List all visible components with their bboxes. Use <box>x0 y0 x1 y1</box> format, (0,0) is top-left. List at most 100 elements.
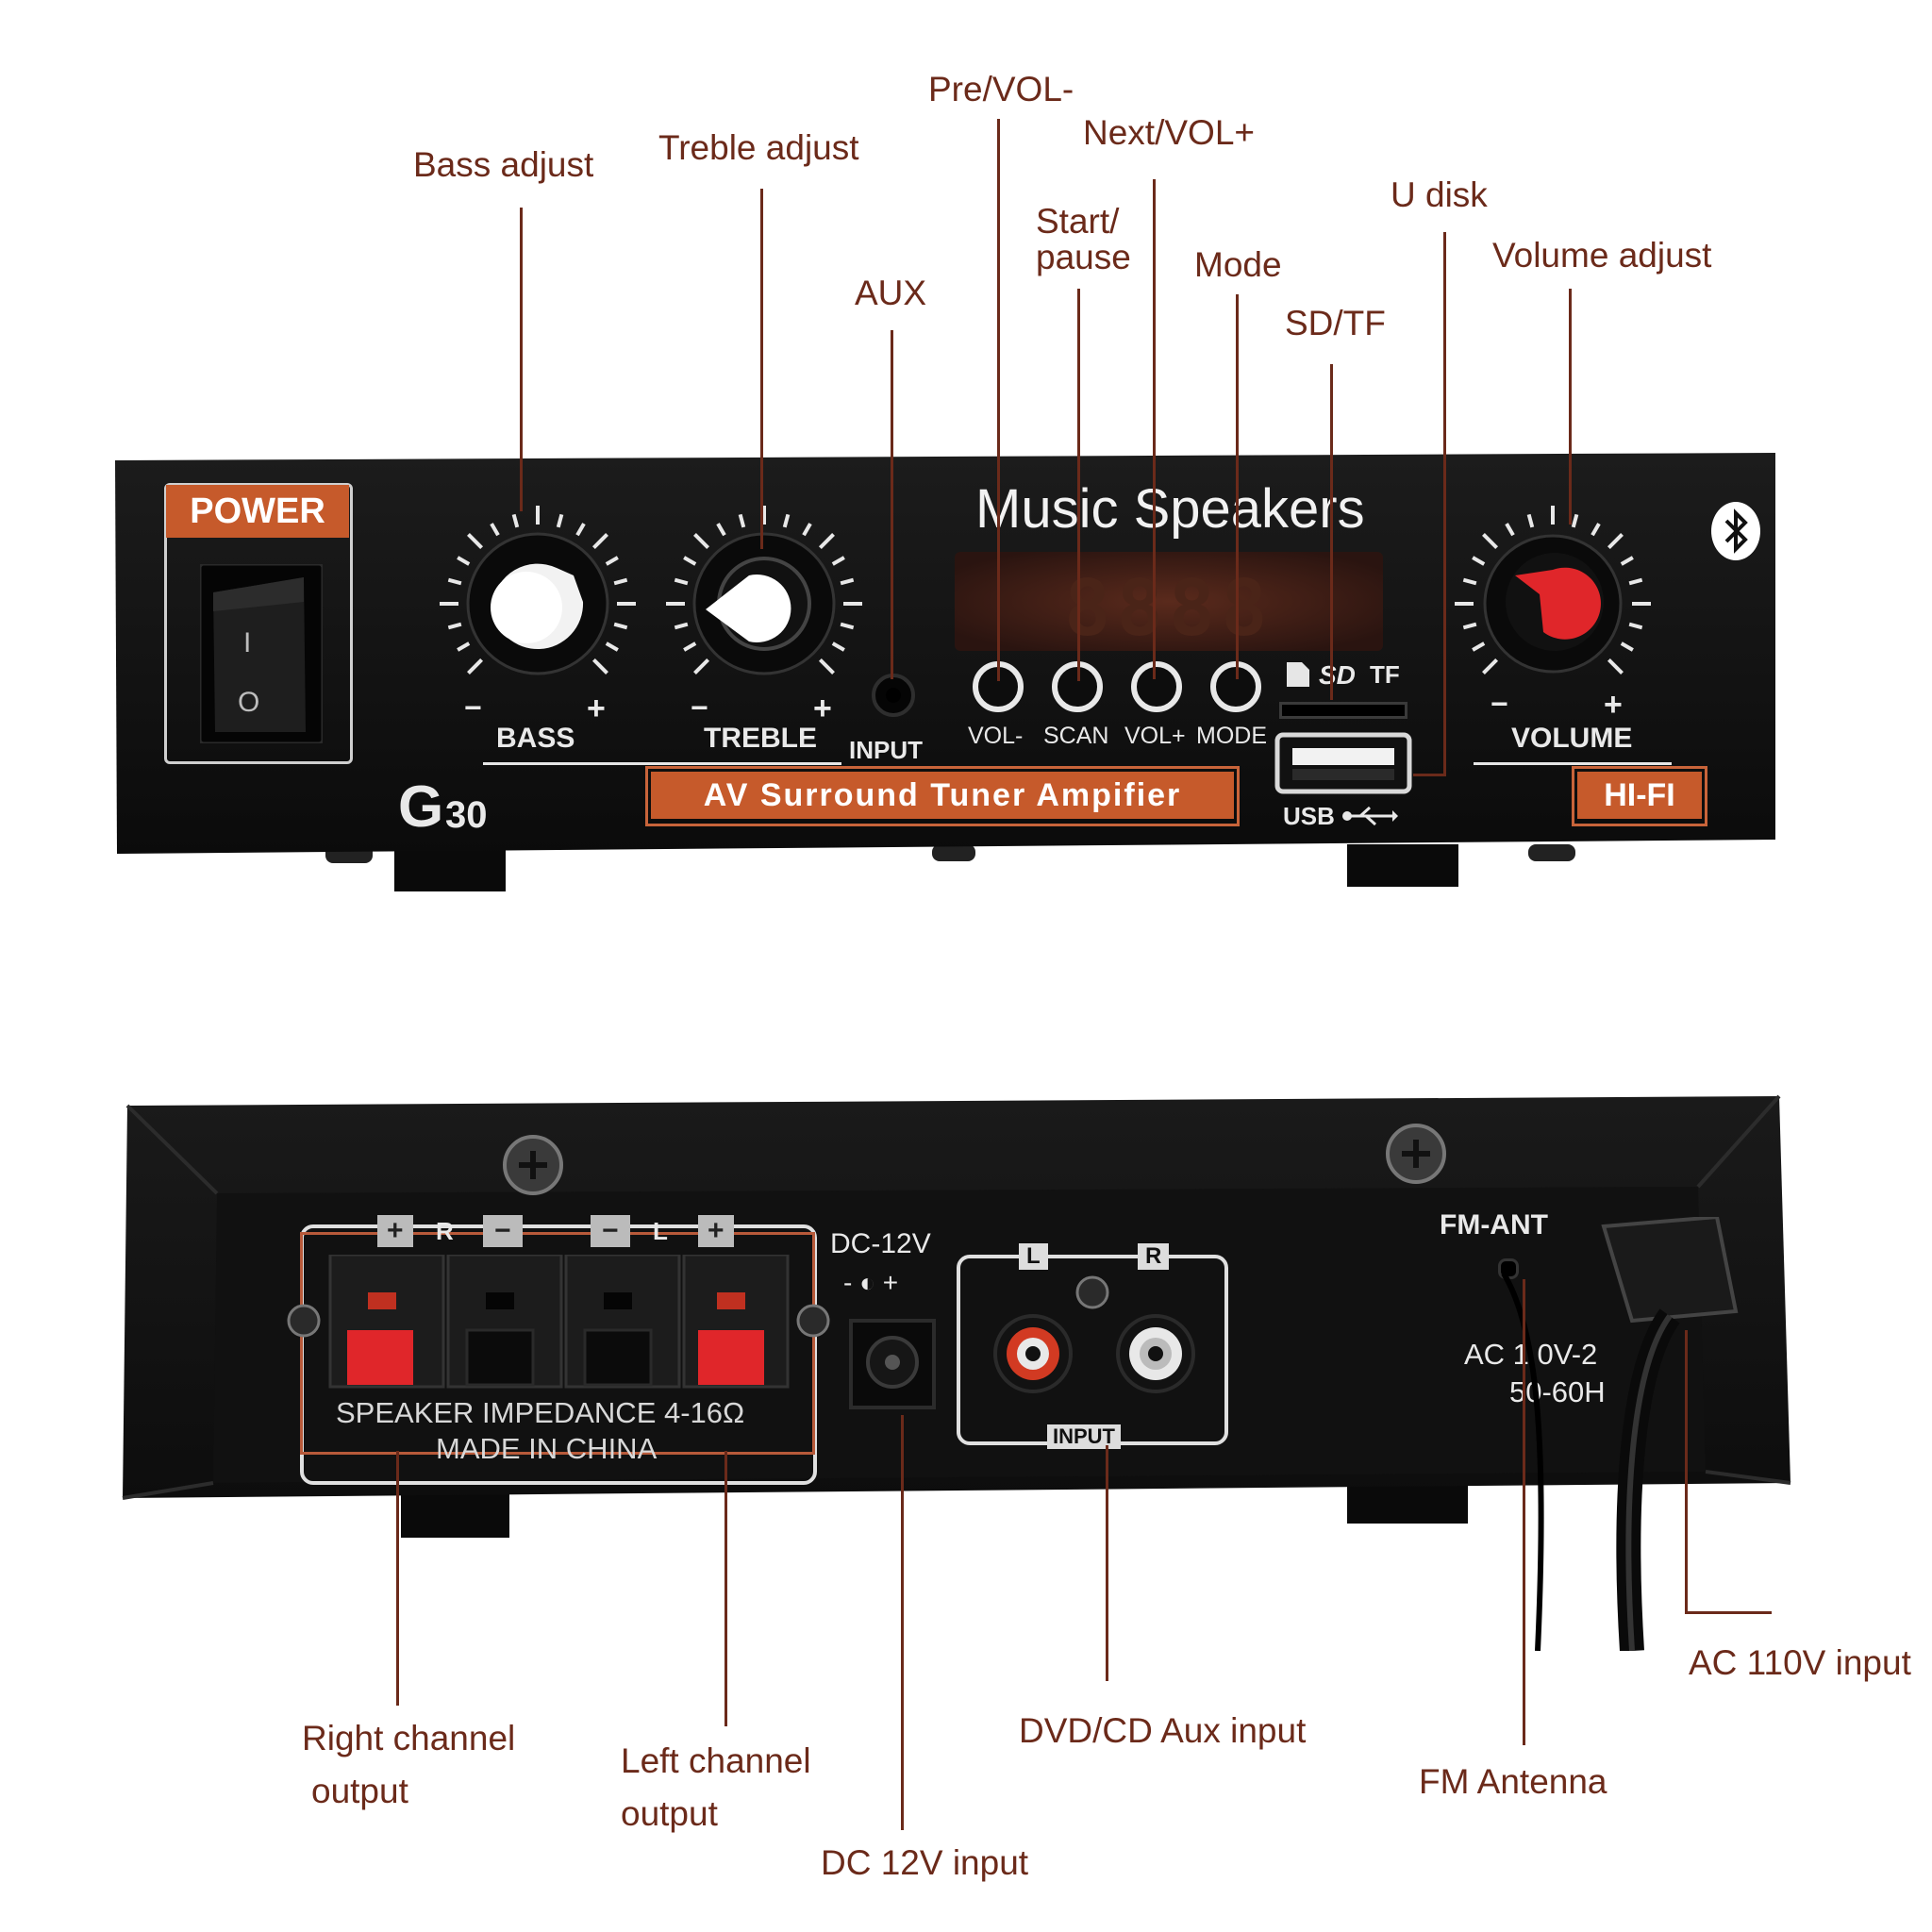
screw-icon <box>1075 1275 1109 1309</box>
knob-tick <box>1607 658 1624 675</box>
callout-sd-tf: SD/TF <box>1285 304 1386 342</box>
knob-tick <box>575 523 586 537</box>
hifi-badge: HI-FI <box>1577 772 1702 819</box>
callout-right-channel-2: output <box>311 1772 408 1810</box>
vol-plus-label: VOL+ <box>1124 723 1186 749</box>
screw-icon <box>1386 1124 1446 1184</box>
knob-tick <box>511 513 520 528</box>
model-number: 30 <box>445 794 488 836</box>
knob-tick <box>683 556 697 566</box>
sd-tf-slot[interactable] <box>1279 702 1407 719</box>
power-rocker-switch-icon[interactable] <box>200 564 323 743</box>
leader-pre-vol <box>997 119 1000 681</box>
knob-tick <box>1607 533 1624 550</box>
treble-knob[interactable] <box>660 500 868 708</box>
usb-icon <box>1342 806 1398 826</box>
callout-dc-input: DC 12V input <box>821 1843 1029 1882</box>
knob-tick <box>447 577 462 586</box>
model-letter: G <box>398 774 444 840</box>
screw-icon <box>287 1304 321 1338</box>
callout-bass-adjust: Bass adjust <box>413 145 594 184</box>
knob-tick <box>605 641 619 652</box>
rca-right-jack[interactable] <box>1113 1311 1198 1396</box>
callout-aux: AUX <box>855 274 927 312</box>
usb-label: USB <box>1283 802 1335 830</box>
hifi-frame <box>1572 766 1707 826</box>
callout-volume-adjust: Volume adjust <box>1492 236 1712 275</box>
knob-tick <box>1591 523 1601 537</box>
rca-left-jack[interactable] <box>991 1311 1075 1396</box>
knob-tick <box>1472 556 1486 566</box>
knob-tick <box>457 556 471 566</box>
speaker-terminals[interactable] <box>321 1255 792 1396</box>
knob-tick <box>1620 641 1634 652</box>
speaker-impedance-text: SPEAKER IMPEDANCE 4-16Ω <box>336 1396 745 1429</box>
vol-minus-label: VOL- <box>968 723 1024 749</box>
knob-tick <box>467 658 484 675</box>
knob-tick <box>490 523 500 537</box>
aux-input-jack[interactable] <box>870 672 917 719</box>
rca-l-label: L <box>1019 1243 1048 1270</box>
term-l-label: L <box>653 1217 668 1245</box>
leader-u-disk-elbow <box>1413 774 1446 776</box>
knob-tick <box>683 641 697 652</box>
knob-tick <box>840 577 855 586</box>
bass-label: BASS <box>496 723 575 754</box>
sd-logo: SD <box>1319 660 1356 690</box>
knob-tick <box>1628 622 1643 630</box>
speaker-terminal-orange-frame <box>300 1232 815 1455</box>
term-l-plus: + <box>698 1215 734 1247</box>
callout-next-vol: Next/VOL+ <box>1083 113 1256 152</box>
knob-tick <box>556 513 564 528</box>
bass-knob[interactable] <box>434 500 641 708</box>
knob-tick <box>1628 577 1643 586</box>
volume-minus: − <box>1491 687 1508 721</box>
dc-polarity-label: - ◐ + <box>843 1268 899 1297</box>
knob-tick <box>457 641 471 652</box>
fm-ant-label: FM-ANT <box>1440 1209 1548 1241</box>
screw-icon <box>796 1304 830 1338</box>
mode-label: MODE <box>1196 723 1267 749</box>
term-r-label: R <box>436 1217 454 1245</box>
av-banner-frame <box>645 766 1240 826</box>
knob-tick <box>1482 658 1499 675</box>
leader-next-vol <box>1153 179 1156 679</box>
knob-tick <box>693 533 710 550</box>
rca-r-label: R <box>1138 1243 1170 1270</box>
music-speakers-title: Music Speakers <box>975 478 1365 540</box>
leader-sd-tf <box>1330 364 1333 700</box>
tf-label: TF <box>1370 660 1400 689</box>
vol-plus-button[interactable] <box>1128 658 1185 715</box>
usb-port[interactable] <box>1274 731 1415 797</box>
leader-treble <box>760 189 763 549</box>
leader-ac-input <box>1685 1330 1688 1613</box>
bass-plus: + <box>587 691 606 726</box>
term-r-plus: + <box>377 1215 413 1247</box>
knob-tick <box>1482 533 1499 550</box>
scan-label: SCAN <box>1043 723 1109 749</box>
term-l-minus: − <box>591 1215 630 1247</box>
callout-right-channel-1: Right channel <box>302 1719 516 1757</box>
knob-tick <box>447 622 462 630</box>
dc-power-jack[interactable] <box>847 1317 938 1411</box>
callout-ac-input: AC 110V input <box>1689 1643 1911 1682</box>
leader-fm-antenna <box>1523 1279 1525 1745</box>
leader-dc-input <box>901 1415 904 1830</box>
knob-tick <box>716 523 726 537</box>
lcd-display: 8888 <box>1064 564 1274 654</box>
leader-u-disk <box>1443 232 1446 775</box>
leader-aux <box>891 330 893 679</box>
volume-knob[interactable] <box>1449 500 1657 708</box>
volume-underline <box>1474 762 1672 765</box>
knob-tick <box>674 622 689 630</box>
callout-left-channel-1: Left channel <box>621 1741 811 1780</box>
knob-tick <box>674 577 689 586</box>
term-r-minus: − <box>483 1215 523 1247</box>
callout-start-pause-2: pause <box>1036 238 1131 276</box>
knob-tick <box>831 556 845 566</box>
knob-tick <box>693 658 710 675</box>
knob-tick <box>1505 523 1515 537</box>
leader-mode <box>1236 294 1239 679</box>
knob-tick <box>840 622 855 630</box>
leader-volume <box>1569 289 1572 525</box>
